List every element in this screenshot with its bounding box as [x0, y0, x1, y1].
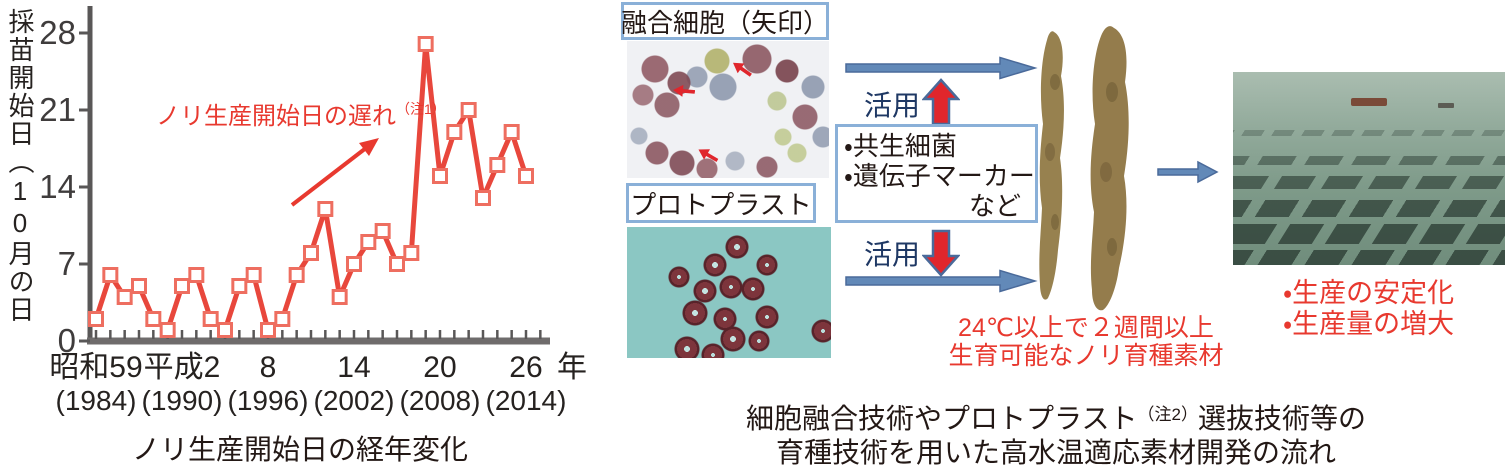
flow-arrow-bottom-icon: [845, 269, 1038, 293]
nori-start-date-chart: 07142128昭和59(1984)平成2(1990)8(1996)14(200…: [39, 6, 587, 416]
svg-text:14: 14: [39, 168, 76, 205]
svg-text:昭和59: 昭和59: [49, 351, 142, 384]
svg-text:(1996): (1996): [228, 385, 309, 416]
factor-etc: など: [968, 191, 1021, 221]
photo-net-row: [1233, 176, 1505, 189]
use-down-arrow-icon: [922, 229, 960, 277]
diagram-caption-line1-pre: 細胞融合技術やプロトプラスト: [746, 403, 1138, 434]
fused-cell-pointer-arrow-icon: [730, 58, 755, 80]
svg-text:(2002): (2002): [314, 385, 395, 416]
svg-text:21: 21: [39, 91, 76, 128]
chart-caption: ノリ生産開始日の経年変化: [131, 434, 468, 465]
diagram-caption-line2: 育種技術を用いた高水温適応素材開発の流れ: [775, 437, 1336, 468]
flow-arrow-photo-icon: [1157, 160, 1219, 184]
svg-text:26: 26: [509, 351, 542, 384]
photo-net-row: [1233, 250, 1505, 265]
diagram-caption-line1-post: 選抜技術等の: [1197, 403, 1366, 434]
breeding-material-text: 24℃以上で２週間以上 生育可能なノリ育種素材: [930, 314, 1242, 370]
svg-text:14: 14: [337, 351, 370, 384]
use-up-arrow-icon: [922, 78, 960, 126]
outcome-item: ・生産量の増大: [1283, 309, 1455, 339]
svg-text:年: 年: [557, 351, 587, 384]
photo-net-row: [1233, 130, 1505, 136]
svg-text:(1990): (1990): [142, 385, 223, 416]
svg-text:7: 7: [58, 245, 76, 282]
svg-text:28: 28: [39, 14, 76, 51]
svg-text:(2014): (2014): [486, 385, 567, 416]
svg-text:0: 0: [58, 322, 76, 359]
svg-text:(2008): (2008): [400, 385, 481, 416]
diagram-caption-line1: 細胞融合技術やプロトプラスト（注2）選抜技術等の: [700, 398, 1412, 436]
svg-text:(1984): (1984): [56, 385, 137, 416]
use-label-top: 活用: [864, 90, 921, 121]
fused-cell-pointer-arrow-icon: [695, 144, 720, 165]
diagram-caption: 細胞融合技術やプロトプラスト（注2）選抜技術等の 育種技術を用いた高水温適応素材…: [700, 398, 1412, 468]
protoplast-label: プロトプラスト: [626, 183, 816, 223]
nori-strips-image: [1039, 26, 1129, 311]
fused-cells-micrograph: [627, 41, 829, 178]
chart-annotation-text: ノリ生産開始日の遅れ: [156, 103, 396, 130]
outcome-list: ・生産の安定化 ・生産量の増大: [1283, 278, 1503, 340]
flow-arrow-top-icon: [845, 56, 1038, 80]
factor-item: ・遺伝子マーカー: [844, 161, 1035, 191]
photo-boat: [1351, 98, 1387, 106]
fused-cell-pointer-arrow-icon: [673, 84, 696, 98]
factor-item: ・共生細菌: [844, 131, 957, 161]
factors-box: ・共生細菌 ・遺伝子マーカー など: [835, 124, 1038, 223]
svg-text:8: 8: [260, 351, 277, 384]
photo-boat: [1438, 103, 1454, 108]
chart-annotation-note: （注1）: [396, 101, 446, 117]
svg-text:平成2: 平成2: [144, 351, 221, 384]
photo-net-row: [1233, 156, 1505, 165]
breeding-material-line2: 生育可能なノリ育種素材: [948, 342, 1224, 370]
use-label-bottom: 活用: [864, 239, 921, 270]
fused-cells-label: 融合細胞（矢印）: [621, 2, 829, 40]
outcome-item: ・生産の安定化: [1283, 278, 1455, 308]
y-axis-label: 採苗開始日（10月の日付）: [5, 8, 35, 324]
chart-annotation: ノリ生産開始日の遅れ（注1）: [156, 96, 456, 131]
photo-net-row: [1233, 200, 1505, 217]
nori-farm-photo: [1233, 72, 1505, 265]
protoplast-micrograph: [627, 227, 831, 358]
photo-net-row: [1233, 224, 1505, 244]
svg-text:20: 20: [423, 351, 456, 384]
breeding-material-line1: 24℃以上で２週間以上: [958, 314, 1214, 342]
diagram-caption-note: （注2）: [1137, 405, 1198, 424]
